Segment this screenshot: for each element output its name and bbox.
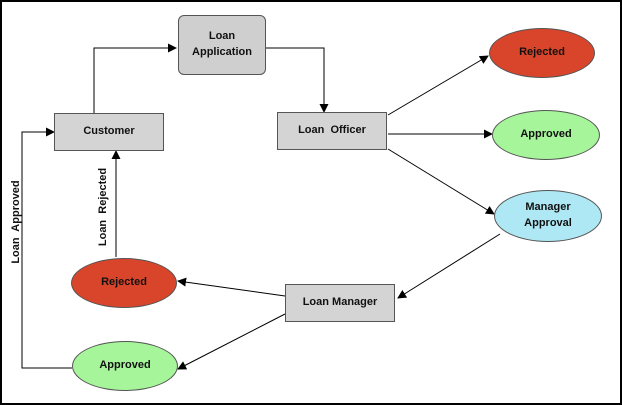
edge-approved-to-customer	[21, 127, 72, 369]
loan-officer-box: Loan Officer	[277, 112, 387, 150]
edge-loan-officer-to-manager-approval	[387, 148, 495, 215]
manager-approval-ellipse: Manager Approval	[494, 190, 602, 242]
rejected-ellipse-officer: Rejected	[489, 28, 595, 78]
edge-manager-approval-to-loan-manager	[397, 233, 501, 299]
edge-loan-application-to-loan-officer	[264, 47, 329, 113]
edge-customer-to-loan-application	[93, 43, 177, 113]
approved-ellipse-officer: Approved	[492, 110, 600, 160]
loan-rejected-label: Loan Rejected	[97, 167, 109, 247]
customer-box: Customer	[54, 113, 164, 151]
edge-loan-manager-to-approved	[177, 313, 286, 370]
edge-loan-officer-to-rejected	[387, 55, 489, 116]
loan-manager-box: Loan Manager	[285, 284, 395, 322]
loan-approved-label: Loan Approved	[10, 180, 22, 264]
loan-application-box: Loan Application	[178, 15, 266, 75]
rejected-ellipse-manager: Rejected	[71, 258, 177, 308]
approved-ellipse-manager: Approved	[72, 341, 178, 391]
edge-loan-manager-to-rejected	[177, 277, 286, 297]
